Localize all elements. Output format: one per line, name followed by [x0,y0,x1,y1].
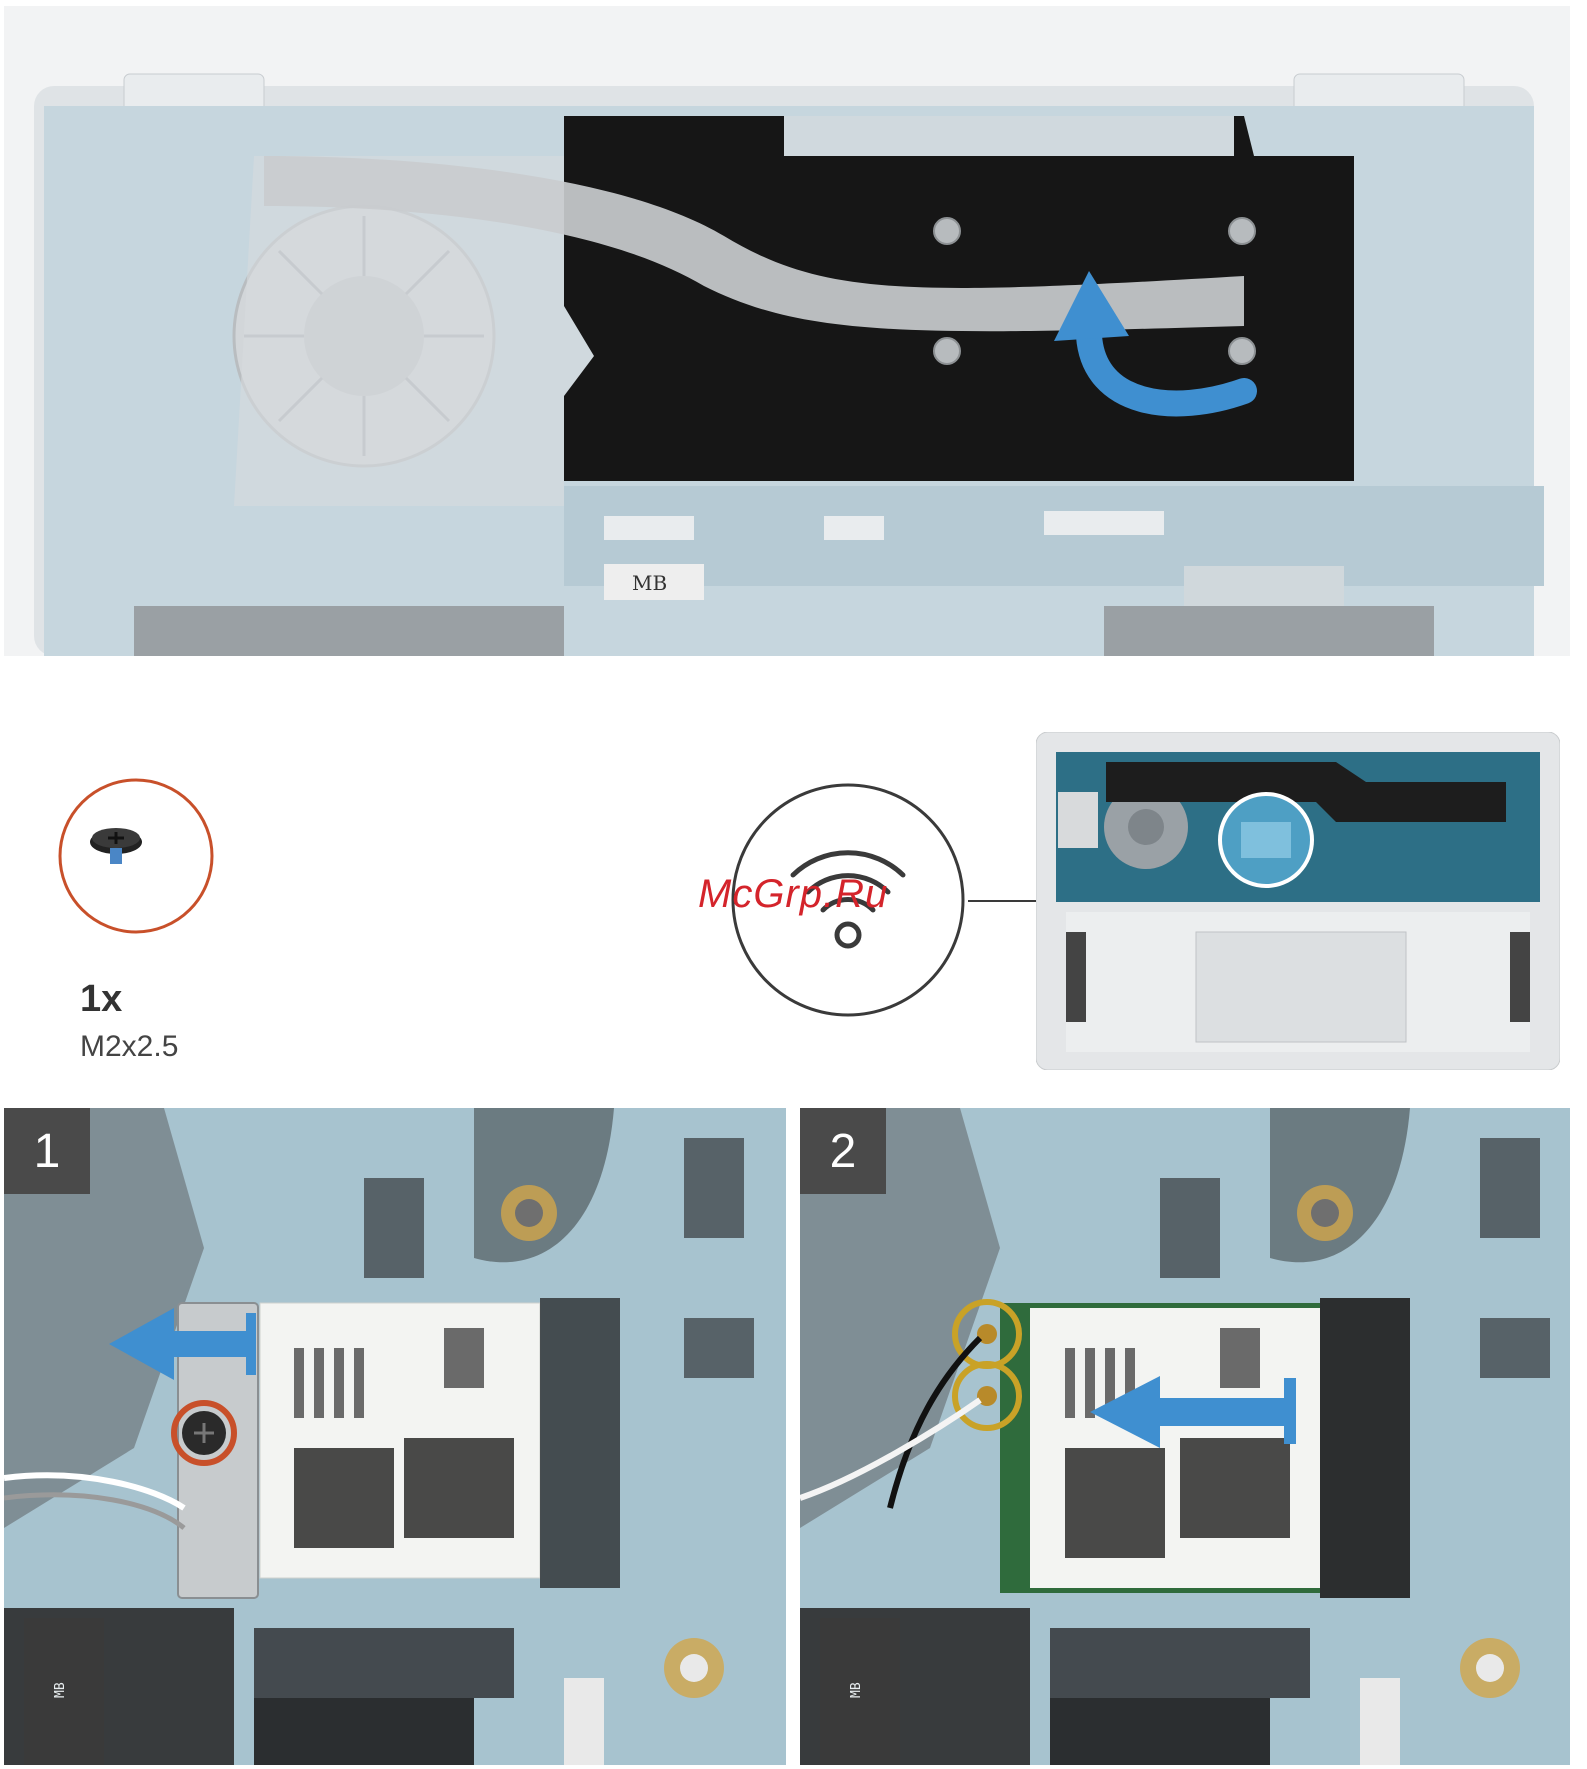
watermark: McGrp.Ru [698,872,888,917]
overview-photo: MB [4,6,1570,656]
step2-panel: MB [800,1108,1570,1765]
screw-callout [56,776,216,936]
step1-badge: 1 [4,1108,90,1194]
laptop-thumbnail [1036,732,1560,1070]
screw-type: M2x2.5 [80,1030,178,1064]
mb-tape-label: MB [53,1682,68,1698]
step2-badge: 2 [800,1108,886,1194]
screw-count: 1x [80,978,122,1021]
step1-panel: MB [4,1108,786,1765]
mb-tape-label-top: MB [632,571,667,595]
mb-tape-label-2: MB [849,1682,864,1698]
